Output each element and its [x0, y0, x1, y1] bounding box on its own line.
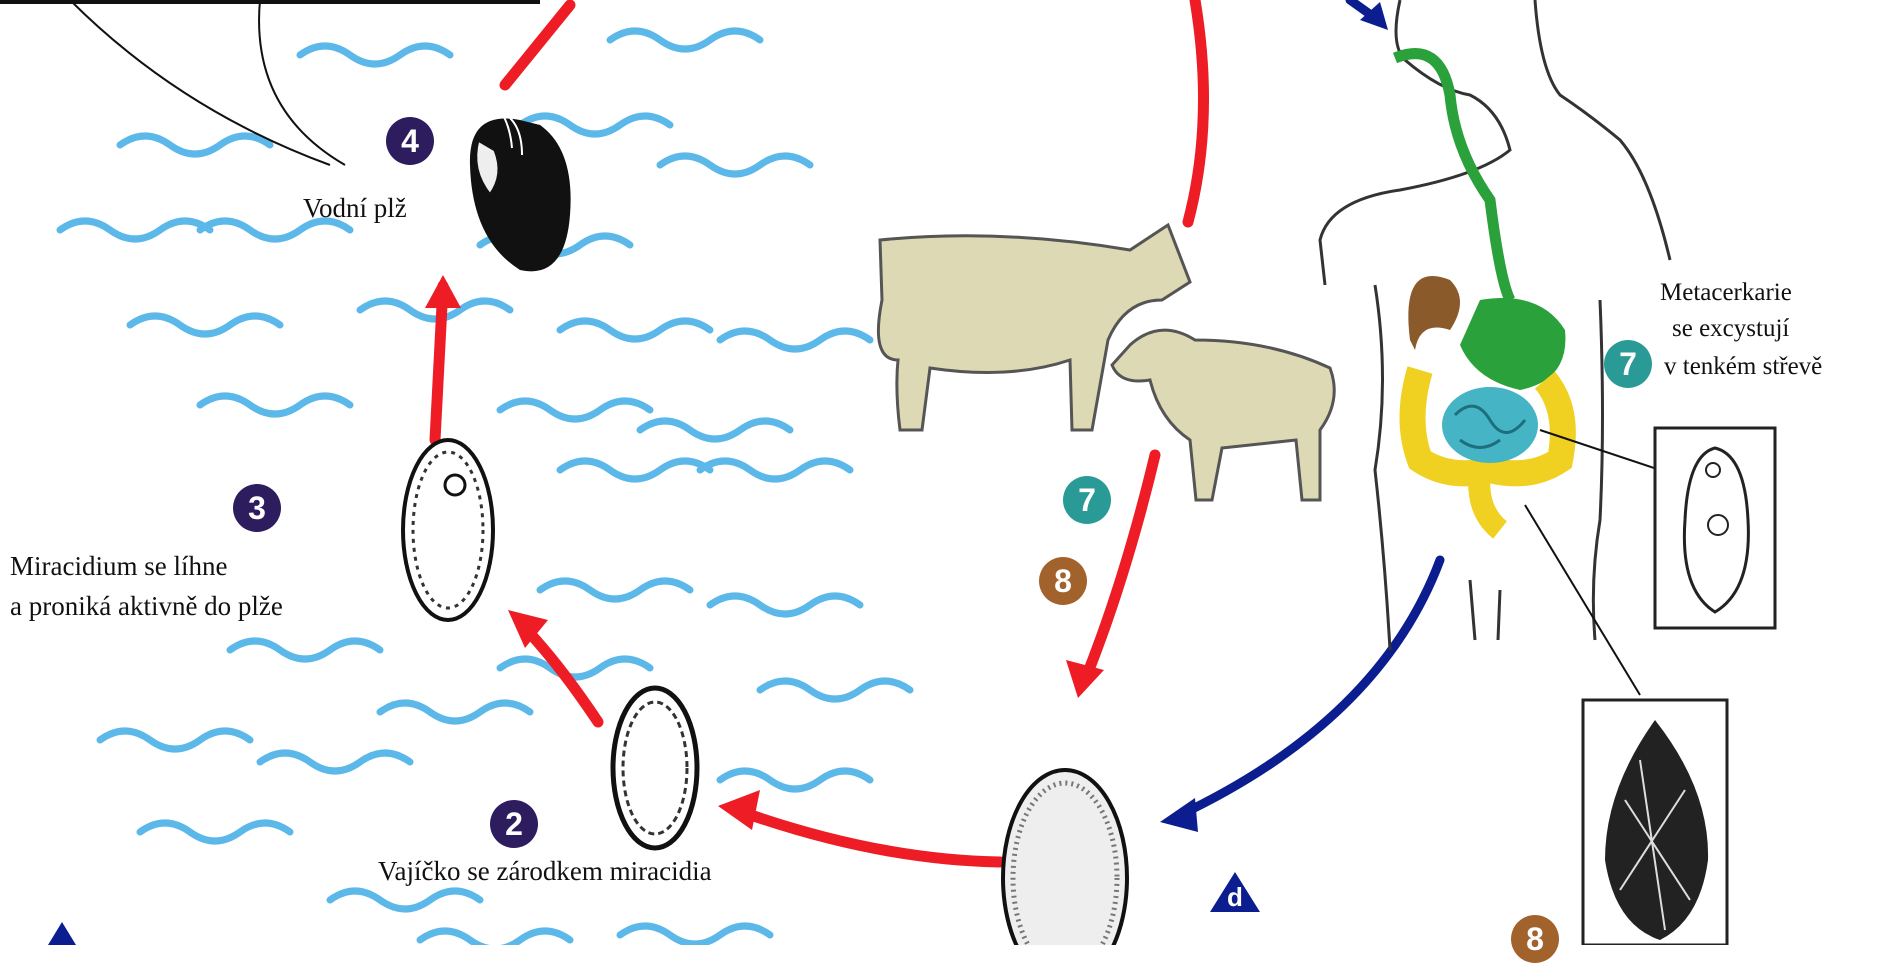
water-wave: [200, 396, 350, 414]
embryonated-egg-image: [613, 688, 697, 848]
miracidium-label-line2: a proniká aktivně do plže: [10, 590, 283, 623]
arrow-egg-to-miracidium: [745, 813, 1000, 862]
water-wave: [330, 891, 480, 909]
arrow-circle-right: [1188, 0, 1204, 222]
blue-arrowheads: [48, 2, 1388, 945]
arrow-miracidium-to-snail: [435, 286, 443, 440]
water-wave: [660, 156, 810, 174]
water-wave: [100, 731, 250, 749]
water-wave: [720, 771, 870, 789]
arrowhead-egg-to-miracidium: [718, 790, 760, 830]
water-wave: [560, 461, 710, 479]
water-wave: [540, 581, 690, 599]
arrow-snail-up: [505, 5, 570, 85]
water-wave: [500, 659, 650, 677]
water-wave: [60, 221, 210, 239]
diagnostic-stage-letter: d: [1227, 882, 1243, 912]
step-badge-snail: 4: [386, 117, 434, 165]
arrowhead-to-snail: [425, 275, 461, 308]
water-wave: [300, 46, 450, 64]
step-badge-excyst: 7: [1604, 340, 1652, 388]
snail-image: [470, 110, 571, 271]
water-wave: [610, 31, 760, 49]
water-wave: [720, 331, 870, 349]
water-wave: [760, 681, 910, 699]
snail-label: Vodní plž: [303, 192, 407, 225]
step-badge-animal-a: 7: [1063, 476, 1111, 524]
water-wave: [560, 321, 710, 339]
pointer-lines: [70, 0, 345, 165]
metacercariae-label-line2: se excystují: [1672, 312, 1789, 345]
step-badge-miracidium: 3: [233, 484, 281, 532]
arrowhead-human-to-egg: [1160, 798, 1198, 832]
water-wave: [420, 931, 570, 945]
digestive-tract: [1395, 54, 1565, 530]
water-wave: [230, 641, 380, 659]
adult-fluke-box: [1583, 700, 1727, 945]
water-wave: [700, 461, 850, 479]
step-badge-animal-b: 8: [1039, 557, 1087, 605]
arrow-human-to-egg: [1180, 560, 1440, 815]
step-badge-adult: 8: [1511, 915, 1559, 963]
top-left-frame: [0, 0, 540, 4]
water-wave: [710, 596, 860, 614]
metacercariae-label-line1: Metacerkarie: [1660, 276, 1792, 309]
water-wave: [380, 703, 530, 721]
juvenile-fluke-box: [1655, 428, 1775, 628]
water-wave: [130, 316, 280, 334]
water-wave: [140, 823, 290, 841]
water-wave: [500, 401, 650, 419]
miracidium-image: [403, 440, 493, 620]
unembryonated-egg-image: [1003, 770, 1127, 945]
water-wave: [260, 753, 410, 771]
step-badge-egg: 2: [490, 800, 538, 848]
diagnostic-stage-marker: d: [1210, 872, 1260, 912]
marker-triangle: [48, 922, 76, 945]
arrowhead-animal-to-egg: [1066, 660, 1104, 698]
miracidium-label-line1: Miracidium se líhne: [10, 550, 227, 583]
metacercariae-label-line3: v tenkém střevě: [1664, 350, 1822, 383]
egg-label: Vajíčko se zárodkem miracidia: [378, 855, 712, 888]
water-wave: [620, 926, 770, 944]
water-wave: [120, 136, 270, 154]
water-wave: [640, 421, 790, 439]
cow-image: [878, 225, 1190, 430]
